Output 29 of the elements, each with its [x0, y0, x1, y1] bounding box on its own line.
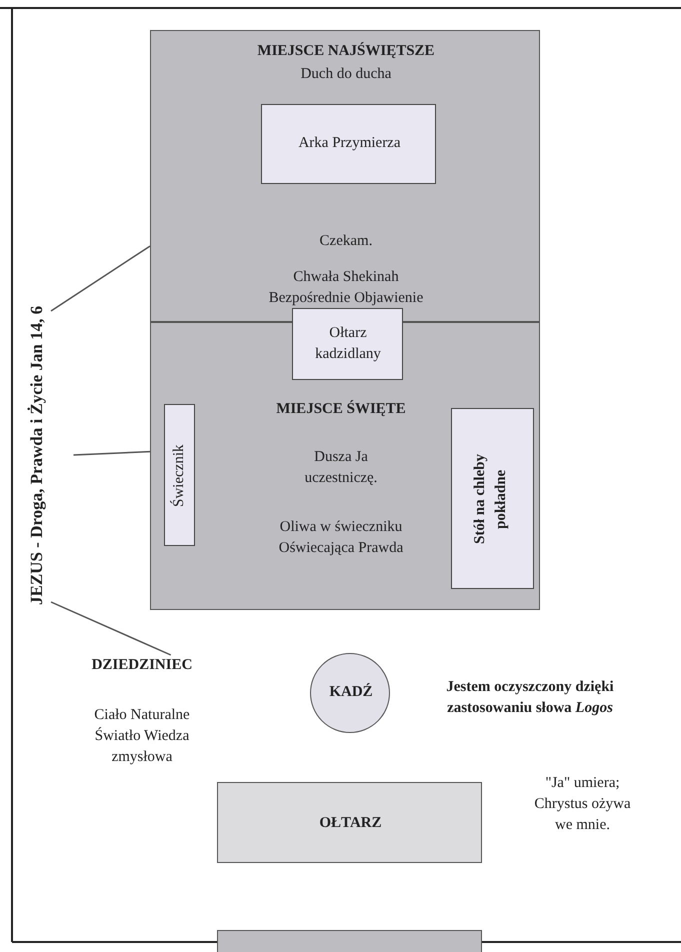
furniture-box	[261, 104, 436, 184]
section-heading: MIEJSCE NAJŚWIĘTSZE	[256, 41, 436, 61]
furniture-box	[164, 404, 195, 546]
furniture-box	[292, 308, 403, 380]
gate-bar	[217, 930, 482, 952]
text-label: Świecznik	[170, 444, 188, 510]
altar-box	[217, 782, 482, 863]
note-text: Jestem oczyszczony dzięki zastosowaniu słowa Logos	[445, 678, 615, 718]
room-box	[150, 30, 540, 322]
text-label: Czekam.	[318, 232, 374, 251]
furniture-box	[451, 408, 534, 589]
text-label: Arka Przymierza	[297, 134, 402, 153]
leader-line	[50, 245, 150, 312]
text-label: Oliwa w świeczniku Oświecająca Prawda	[278, 518, 404, 558]
leader-line	[50, 601, 172, 656]
text-label: Ciało Naturalne Światło Wiedza zmysłowa	[93, 706, 191, 767]
section-heading: MIEJSCE ŚWIĘTE	[275, 399, 407, 419]
text-label: OŁTARZ	[318, 814, 383, 833]
text-label: Chwała Shekinah Bezpośrednie Objawienie	[268, 268, 424, 308]
text-label: Duch do ducha	[300, 65, 392, 84]
note-text: "Ja" umiera; Chrystus ożywa we mnie.	[533, 774, 632, 835]
text-label: JEZUS - Droga, Prawda i Życie Jan 14, 6	[26, 305, 47, 605]
text-label: KADŹ	[328, 682, 374, 702]
section-heading: DZIEDZINIEC	[90, 656, 194, 675]
leader-line	[73, 450, 150, 456]
room-box	[150, 322, 540, 610]
text-label: Ołtarz kadzidlany	[314, 324, 382, 364]
text-label: Dusza Ja uczestniczę.	[304, 448, 378, 488]
text-label: Stół na chleby pokładne	[471, 453, 510, 546]
